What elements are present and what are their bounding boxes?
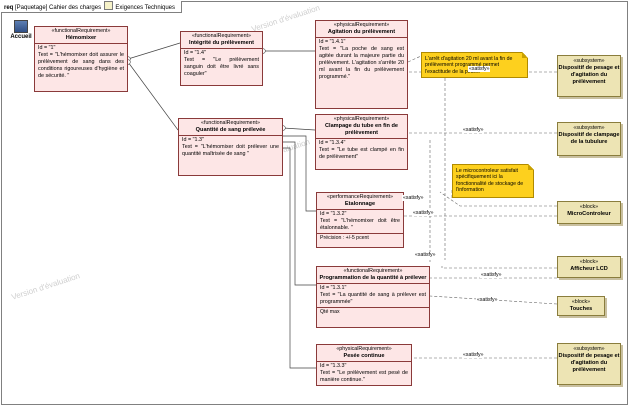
req-text: Text = "L'hémomixer doit prélever une qu…: [182, 144, 279, 157]
requirement-clampage[interactable]: «physicalRequirement» Clampage du tube e…: [315, 114, 408, 170]
req-text: Text = "Le tube est clampé en fin de pré…: [319, 147, 404, 160]
frame-keyword: req: [4, 5, 14, 11]
note-text: L'arrêt d'agitation 20 ml avant la fin d…: [425, 56, 513, 75]
block-afficheur-lcd[interactable]: «block» Afficheur LCD: [557, 256, 621, 278]
req-id: Id = "1.3.4": [319, 140, 346, 146]
req-id: Id = "1.3.1": [320, 285, 347, 291]
req-stereotype: «functionalRequirement»: [343, 268, 403, 274]
block-touches[interactable]: «block» Touches: [557, 296, 605, 316]
req-text: Text = "L'hémomixer doit assurer le prél…: [38, 52, 124, 79]
req-id: Id = "1.3.3": [320, 363, 347, 369]
req-text: Text = "L'hémomixer doit être étalonnabl…: [320, 218, 400, 231]
diagram-header: req [Paquetage] Cahier des charges Exige…: [1, 1, 183, 13]
satisfy-label: «satisfy»: [480, 272, 503, 278]
req-name: Programmation de la quantité à prélever: [319, 275, 427, 281]
note-agitation: L'arrêt d'agitation 20 ml avant la fin d…: [421, 52, 528, 78]
req-text: Text = "Le prélèvement sanguin doit être…: [184, 57, 259, 77]
req-stereotype: «functionalRequirement»: [192, 33, 251, 39]
req-stereotype: «physicalRequirement»: [333, 22, 390, 28]
req-text: Text = "Le prélèvement est pesé de maniè…: [320, 370, 408, 383]
requirement-quantite[interactable]: «functionalRequirement» Quantité de sang…: [178, 118, 283, 176]
containment-line: [282, 127, 316, 131]
satisfy-label: «satisfy»: [402, 195, 425, 201]
req-name: Etalonnage: [344, 201, 376, 207]
block-stereotype: «block»: [579, 259, 599, 265]
req-id: Id = "1.4": [184, 50, 206, 56]
requirement-pesee[interactable]: «physicalRequirement» Pesée continue Id …: [316, 344, 412, 386]
containment-line: [283, 135, 316, 212]
accueil-link[interactable]: Accueil: [6, 20, 36, 40]
block-dispositif-clampage[interactable]: «subsystem» Dispositif de clampage de la…: [557, 122, 621, 156]
block-name: Dispositif de clampage de la tubulure: [558, 132, 620, 145]
block-name: Afficheur LCD: [570, 266, 608, 272]
req-stereotype: «physicalRequirement»: [336, 346, 392, 352]
block-stereotype: «block»: [579, 204, 599, 210]
req-text: Text = "La quantité de sang à prélever e…: [320, 292, 426, 305]
block-stereotype: «subsystem»: [573, 346, 605, 352]
satisfy-line: [439, 191, 557, 207]
req-stereotype: «functionalRequirement»: [201, 120, 260, 126]
req-name: Quantité de sang prélevée: [195, 127, 266, 133]
containment-line: [283, 141, 316, 286]
containment-line: [283, 147, 316, 369]
frame-diagram-name: Exigences Techniques: [115, 5, 176, 11]
satisfy-label: «satisfy»: [462, 127, 485, 133]
satisfy-line: [441, 266, 557, 269]
requirement-etalonnage[interactable]: «performanceRequirement» Etalonnage Id =…: [316, 192, 404, 248]
requirement-programmation[interactable]: «functionalRequirement» Programmation de…: [316, 266, 430, 328]
block-stereotype: «subsystem»: [573, 58, 605, 64]
req-name: Clampage du tube en fin de prélèvement: [324, 123, 399, 136]
req-id: Id = "1.4.1": [319, 39, 346, 45]
block-name: Dispositif de pesage et d'agitation du p…: [558, 353, 620, 373]
accueil-label: Accueil: [10, 34, 32, 40]
home-icon: [14, 20, 28, 33]
satisfy-label: «satisfy»: [462, 352, 485, 358]
satisfy-label: «satisfy»: [468, 66, 491, 72]
req-name: Agitation du prélèvement: [327, 29, 396, 35]
block-name: Dispositif de pesage et d'agitation du p…: [558, 65, 620, 85]
satisfy-line: [429, 295, 558, 305]
block-stereotype: «block»: [571, 299, 591, 305]
containment-line: [127, 61, 179, 131]
containment-line: [127, 42, 181, 60]
req-id: Id = "1.3": [182, 137, 204, 143]
req-stereotype: «performanceRequirement»: [327, 194, 393, 200]
block-dispositif-pesage-2[interactable]: «subsystem» Dispositif de pesage et d'ag…: [557, 343, 621, 385]
req-name: Pesée continue: [343, 353, 385, 359]
block-microcontroleur[interactable]: «block» MicroControleur: [557, 201, 621, 224]
req-name: Hémomixer: [65, 35, 97, 41]
note-microcontroleur: Le microcontroleur satisfait spécifiquem…: [452, 164, 534, 198]
req-id: Id = "1": [38, 45, 56, 51]
note-text: Le microcontroleur satisfait spécifiquem…: [456, 168, 524, 194]
block-dispositif-pesage[interactable]: «subsystem» Dispositif de pesage et d'ag…: [557, 55, 621, 97]
req-text: Text = "La poche de sang est agitée dura…: [319, 46, 404, 80]
block-name: MicroControleur: [567, 211, 611, 217]
req-footer: Précision : +/-5 pcent: [317, 233, 403, 242]
requirement-hemomixer[interactable]: «functionalRequirement» Hémomixer Id = "…: [34, 26, 128, 92]
satisfy-label: «satisfy»: [414, 252, 437, 258]
req-stereotype: «functionalRequirement»: [51, 28, 111, 34]
frame-path: [Paquetage] Cahier des charges: [15, 5, 102, 11]
block-stereotype: «subsystem»: [573, 125, 605, 131]
block-name: Touches: [569, 306, 593, 312]
note-anchor: [407, 55, 422, 63]
req-id: Id = "1.3.2": [320, 211, 347, 217]
satisfy-label: «satisfy»: [476, 297, 499, 303]
req-footer: Qté max: [317, 307, 429, 316]
satisfy-label: «satisfy»: [412, 210, 435, 216]
requirement-agitation[interactable]: «physicalRequirement» Agitation du prélè…: [315, 20, 408, 109]
req-stereotype: «physicalRequirement»: [333, 116, 390, 122]
document-icon: [103, 1, 113, 10]
requirement-integrite[interactable]: «functionalRequirement» Intégrité du pré…: [180, 31, 263, 86]
req-name: Intégrité du prélèvement: [189, 40, 254, 46]
